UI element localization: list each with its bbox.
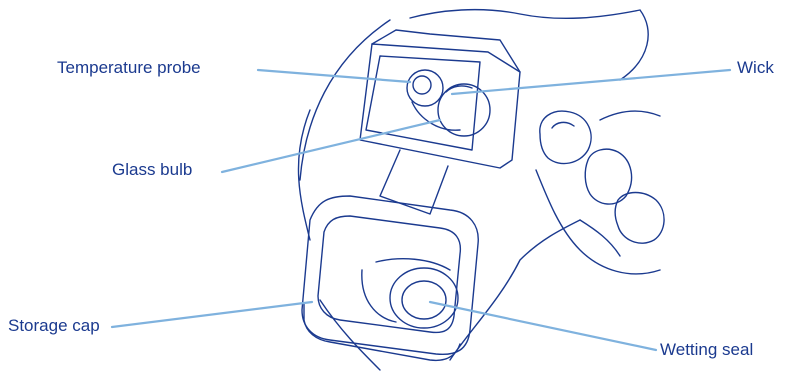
label-wick: Wick <box>737 58 774 78</box>
leader-glass-bulb <box>222 120 440 172</box>
leader-wetting-seal <box>430 302 656 350</box>
leader-temperature-probe <box>258 70 410 82</box>
probe-head <box>360 44 520 168</box>
label-wetting-seal: Wetting seal <box>660 340 753 360</box>
hand-outline <box>298 10 648 240</box>
leader-storage-cap <box>112 302 312 327</box>
label-temperature-probe: Temperature probe <box>57 58 201 78</box>
storage-cap-inner <box>318 216 460 332</box>
label-glass-bulb: Glass bulb <box>112 160 192 180</box>
label-storage-cap: Storage cap <box>8 316 100 336</box>
storage-cap <box>302 196 478 354</box>
leader-wick <box>452 70 730 94</box>
finger-tip <box>540 111 591 163</box>
temperature-probe <box>407 70 443 106</box>
probe-head-top <box>372 30 520 72</box>
finger <box>585 149 631 204</box>
